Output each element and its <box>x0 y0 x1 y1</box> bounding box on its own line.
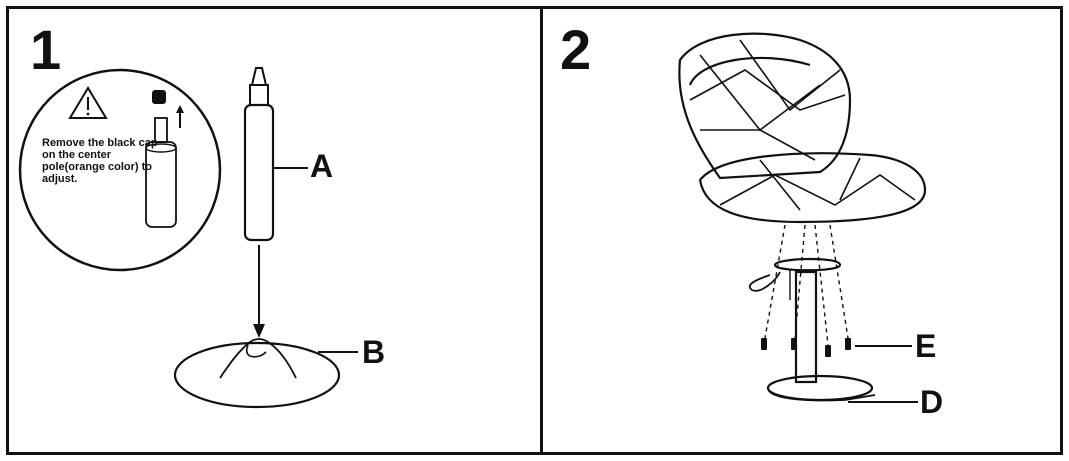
part-label-d: D <box>920 386 943 418</box>
screw-icon <box>761 338 851 357</box>
chair-column <box>750 259 875 401</box>
screw-guides <box>765 225 848 345</box>
part-label-e: E <box>915 330 936 362</box>
chair-seat <box>679 34 925 222</box>
